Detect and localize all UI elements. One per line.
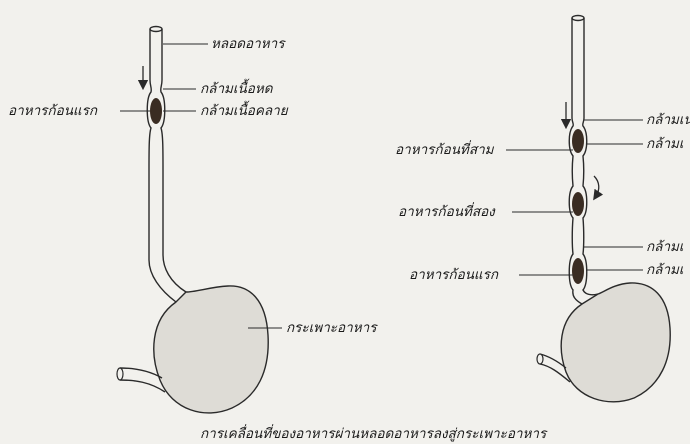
left-esophagus xyxy=(147,27,186,303)
left-stomach xyxy=(154,286,268,413)
label-left-stomach: กระเพาะอาหาร xyxy=(286,320,376,336)
label-relaxed-muscle: กล้ามเนื้อคลาย xyxy=(200,103,288,119)
label-left-first-bolus: อาหารก้อนแรก xyxy=(8,103,97,119)
right-esophagus xyxy=(569,16,598,305)
label-contracted-muscle: กล้ามเนื้อหด xyxy=(200,81,273,97)
right-second-bolus xyxy=(572,192,584,216)
label-esophagus: หลอดอาหาร xyxy=(211,36,284,52)
right-first-bolus xyxy=(572,258,584,284)
label-muscle-3: กล้ามเ xyxy=(646,239,684,255)
figure-caption: การเคลื่อนที่ของอาหารผ่านหลอดอาหารลงสู่ก… xyxy=(200,422,546,444)
label-muscle-2: กล้ามเ xyxy=(646,136,684,152)
label-muscle-1: กล้ามเน xyxy=(646,112,690,128)
label-right-first-bolus: อาหารก้อนแรก xyxy=(409,267,498,283)
label-second-bolus: อาหารก้อนที่สอง xyxy=(398,204,495,220)
right-direction-arrow-mid xyxy=(594,176,599,196)
left-first-bolus xyxy=(150,98,162,124)
right-third-bolus xyxy=(572,129,584,153)
label-third-bolus: อาหารก้อนที่สาม xyxy=(395,142,494,158)
label-muscle-4: กล้ามเ xyxy=(646,262,684,278)
